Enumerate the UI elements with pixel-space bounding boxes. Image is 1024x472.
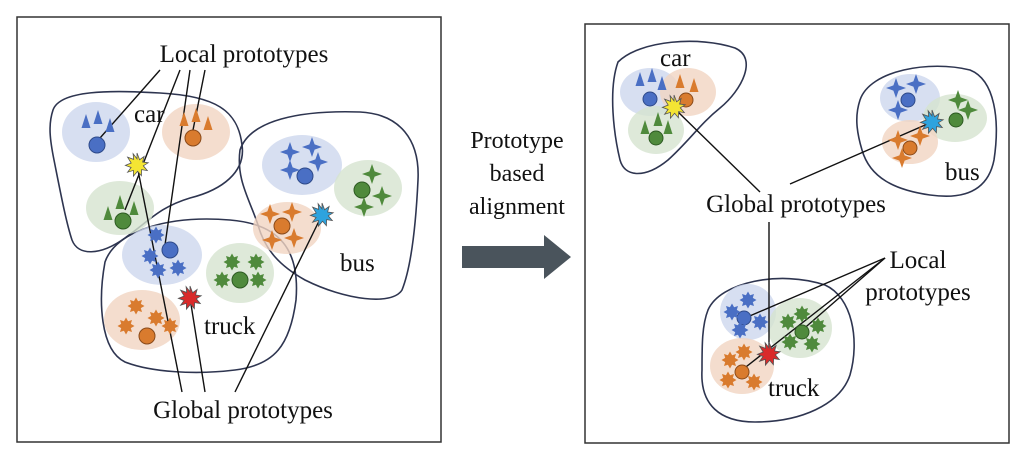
bus-blue-blob: [262, 135, 342, 195]
truck-orange-local-prototype: [138, 327, 156, 345]
car-green-local-prototype: [114, 212, 132, 230]
right-bus-shapes: [886, 74, 978, 168]
middle-line-2: based: [490, 161, 545, 187]
alignment-step: Prototype based alignment: [462, 128, 571, 279]
line-global-truck: [189, 297, 206, 393]
line-local-car-green: [124, 69, 181, 211]
car-blue-blob: [62, 102, 130, 162]
right-car-cluster-outline: [611, 40, 747, 175]
line-global-car: [136, 164, 183, 393]
right-arrow-icon: [462, 235, 571, 279]
left-bus-shapes: [260, 137, 392, 250]
car-global-prototype: [124, 152, 149, 177]
left-truck-shapes: [117, 226, 267, 345]
line-global-bus: [234, 214, 323, 393]
left-panel-frame: [16, 16, 442, 443]
left-car-shapes: [81, 108, 213, 230]
right-global-prototypes-label: Global prototypes: [706, 191, 886, 218]
right-car-label: car: [660, 45, 691, 72]
truck-global-prototype: [177, 285, 202, 310]
right-bus-label: bus: [945, 159, 980, 186]
truck-green-local-prototype: [231, 271, 249, 289]
bus-blue-local-prototype: [296, 167, 314, 185]
line-local-truck-blue: [164, 69, 191, 246]
middle-line-1: Prototype: [470, 128, 563, 154]
right-truck-cluster-outline: [701, 277, 855, 423]
car-orange-local-prototype: [184, 129, 202, 147]
bus-orange-local-prototype: [273, 217, 291, 235]
middle-line-3: alignment: [469, 194, 565, 220]
bus-green-local-prototype: [353, 181, 371, 199]
right-panel: car bus truck Global prototypes Local pr…: [584, 23, 1010, 444]
left-panel: Local prototypes car bus truck Global pr…: [16, 16, 442, 443]
line-local-to-truck-blue: [744, 257, 886, 319]
right-panel-frame: [584, 23, 1010, 444]
line-bus-to-global: [789, 121, 933, 185]
right-local-prototypes-label-line-2: prototypes: [865, 279, 971, 306]
left-global-prototypes-label: Global prototypes: [153, 397, 333, 424]
right-local-prototypes-label-line-1: Local: [890, 247, 947, 274]
line-car-to-global: [675, 109, 761, 193]
car-cluster-outline: [49, 90, 244, 253]
truck-blue-local-prototype: [161, 241, 179, 259]
right-truck-shapes: [719, 291, 827, 391]
left-bus-label: bus: [340, 250, 375, 277]
right-connector-lines: [675, 109, 933, 371]
car-blue-local-prototype: [88, 136, 106, 154]
right-truck-label: truck: [768, 375, 820, 402]
truck-orange-blob: [104, 290, 180, 350]
right-car-shapes: [635, 68, 699, 146]
left-car-label: car: [134, 101, 165, 128]
truck-cluster-outline: [100, 218, 298, 374]
left-truck-label: truck: [204, 313, 256, 340]
right-bus-cluster-outline: [856, 65, 998, 197]
line-local-to-truck-green: [799, 257, 886, 333]
left-local-prototypes-label: Local prototypes: [160, 41, 329, 68]
